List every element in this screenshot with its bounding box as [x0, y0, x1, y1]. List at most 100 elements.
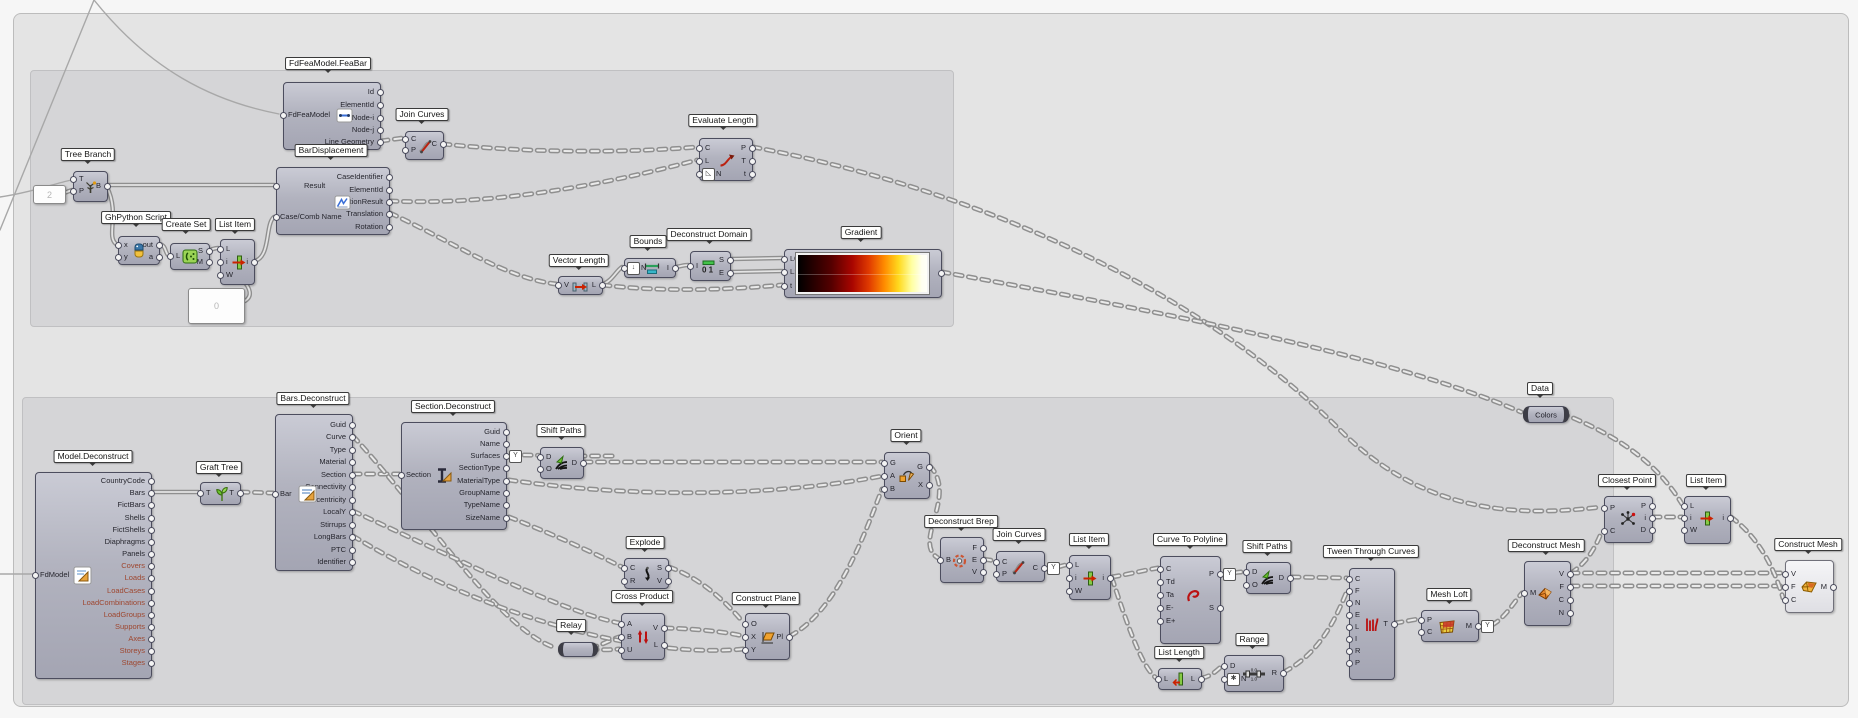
- model-deconstruct-component-output-Covers[interactable]: [148, 563, 155, 570]
- orient-component-input-B[interactable]: [881, 486, 888, 493]
- orient-component-input-A[interactable]: [881, 473, 888, 480]
- construct-plane-component-output-Pl[interactable]: [786, 634, 793, 641]
- bardisplacement-component-output-ElementId[interactable]: [386, 187, 393, 194]
- join-curves-2-component-input-P[interactable]: [993, 571, 1000, 578]
- deconstruct-brep-component-output-F[interactable]: [980, 545, 987, 552]
- model-deconstruct-component-output-Diaphragms[interactable]: [148, 539, 155, 546]
- section-deconstruct-component-output-SizeName[interactable]: [503, 515, 510, 522]
- join-curves-2-component-nametag[interactable]: Join Curves: [992, 528, 1046, 544]
- list-item-2-component-input-W[interactable]: [1066, 588, 1073, 595]
- bardisplacement-component-input-Case/Comb Name[interactable]: [273, 214, 280, 221]
- section-deconstruct-component-nametag[interactable]: Section.Deconstruct: [410, 400, 496, 416]
- gradient-component-nametag[interactable]: Gradient: [840, 226, 882, 242]
- join-curves-component-output-C[interactable]: [440, 141, 447, 148]
- fdfeamodel-feabar-component-input-FdFeaModel[interactable]: [280, 112, 287, 119]
- orient-component-output-X[interactable]: [926, 482, 933, 489]
- list-item-component-output-i[interactable]: [251, 259, 258, 266]
- curve-to-polyline-component-output-modifier-icon[interactable]: Y: [1223, 568, 1236, 581]
- cross-product-component-input-B[interactable]: [618, 634, 625, 641]
- range-component-nametag[interactable]: Range: [1235, 633, 1269, 649]
- deconstruct-domain-component-output-E[interactable]: [727, 270, 734, 277]
- bounds-component[interactable]: N↓I: [621, 258, 679, 278]
- curve-to-polyline-component-input-Ta[interactable]: [1157, 592, 1164, 599]
- list-length-component-nametag[interactable]: List Length: [1154, 646, 1204, 662]
- tree-branch-component-input-P[interactable]: [70, 188, 77, 195]
- tween-through-curves-component-nametag[interactable]: Tween Through Curves: [1322, 545, 1420, 561]
- ghpython-script-component-input-y[interactable]: [115, 254, 122, 261]
- deconstruct-mesh-component-input-M[interactable]: [1521, 590, 1528, 597]
- cross-product-component-output-L[interactable]: [661, 642, 668, 649]
- shift-paths-2-component-output-D[interactable]: [1287, 575, 1294, 582]
- bardisplacement-component-output-PositionResult[interactable]: [386, 199, 393, 206]
- vector-length-component-output-L[interactable]: [599, 282, 606, 289]
- cross-product-component-nametag[interactable]: Cross Product: [611, 590, 673, 606]
- evaluate-length-component-output-P[interactable]: [749, 145, 756, 152]
- construct-mesh-component-nametag[interactable]: Construct Mesh: [1774, 538, 1842, 554]
- explode-component-input-R[interactable]: [621, 578, 628, 585]
- bars-deconstruct-component-output-Type[interactable]: [349, 447, 356, 454]
- list-item-component-input-i[interactable]: [217, 259, 224, 266]
- evaluate-length-component-output-t[interactable]: [749, 171, 756, 178]
- vector-length-component-nametag[interactable]: Vector Length: [548, 254, 610, 270]
- deconstruct-mesh-component-output-N[interactable]: [1567, 610, 1574, 617]
- bars-deconstruct-component-nametag[interactable]: Bars.Deconstruct: [276, 392, 350, 408]
- ghpython-script-component-output-out[interactable]: [156, 242, 163, 249]
- construct-mesh-component-output-M[interactable]: [1830, 584, 1837, 591]
- list-item-2-component-nametag[interactable]: List Item: [1068, 533, 1110, 549]
- shift-paths-component-input-O[interactable]: [537, 466, 544, 473]
- bardisplacement-component-output-Rotation[interactable]: [386, 224, 393, 231]
- section-deconstruct-component-output-SectionType[interactable]: [503, 465, 510, 472]
- bounds-component-nametag[interactable]: Bounds: [629, 235, 667, 251]
- model-deconstruct-component-output-LoadCombinations[interactable]: [148, 600, 155, 607]
- closest-point-component-input-C[interactable]: [1601, 528, 1608, 535]
- explode-component-nametag[interactable]: Explode: [625, 536, 665, 552]
- construct-mesh-component-input-V[interactable]: [1782, 571, 1789, 578]
- number-panel-0[interactable]: 0: [188, 288, 245, 324]
- colors-data-relay[interactable]: Colors: [1523, 406, 1569, 423]
- construct-plane-component-nametag[interactable]: Construct Plane: [731, 592, 801, 608]
- tween-through-curves-component-input-L[interactable]: [1346, 624, 1353, 631]
- ghpython-script-component-output-a[interactable]: [156, 254, 163, 261]
- evaluate-length-component-nametag[interactable]: Evaluate Length: [688, 114, 758, 130]
- curve-to-polyline-component-nametag[interactable]: Curve To Polyline: [1153, 533, 1227, 549]
- construct-plane-component-input-X[interactable]: [742, 634, 749, 641]
- closest-point-component-output-P[interactable]: [1649, 503, 1656, 510]
- join-curves-component-input-P[interactable]: [402, 147, 409, 154]
- deconstruct-domain-component-output-S[interactable]: [727, 257, 734, 264]
- list-item-2-component-input-L[interactable]: [1066, 562, 1073, 569]
- list-length-component-input-L[interactable]: [1155, 676, 1162, 683]
- bounds-component-input-modifier-icon[interactable]: ↓: [627, 262, 640, 275]
- deconstruct-mesh-component-output-F[interactable]: [1567, 584, 1574, 591]
- model-deconstruct-component-output-LoadGroups[interactable]: [148, 612, 155, 619]
- fdfeamodel-feabar-component-output-Id[interactable]: [377, 89, 384, 96]
- evaluate-length-component-input-L[interactable]: [696, 158, 703, 165]
- range-component-input-D[interactable]: [1221, 663, 1228, 670]
- bars-deconstruct-component-output-LocalY[interactable]: [349, 509, 356, 516]
- model-deconstruct-component-output-Supports[interactable]: [148, 624, 155, 631]
- cross-product-component-output-V[interactable]: [661, 625, 668, 632]
- list-item-3-component-nametag[interactable]: List Item: [1685, 474, 1727, 490]
- create-set-component-nametag[interactable]: Create Set: [161, 218, 211, 234]
- bars-deconstruct-component-output-Identifier[interactable]: [349, 559, 356, 566]
- deconstruct-domain-component-nametag[interactable]: Deconstruct Domain: [666, 228, 752, 244]
- list-item-component-nametag[interactable]: List Item: [214, 218, 256, 234]
- curve-to-polyline-component-input-C[interactable]: [1157, 566, 1164, 573]
- list-item-component-input-L[interactable]: [217, 246, 224, 253]
- model-deconstruct-component-output-CountryCode[interactable]: [148, 478, 155, 485]
- range-component-input-modifier-icon[interactable]: ✱: [1227, 673, 1240, 686]
- curve-to-polyline-component-input-Td[interactable]: [1157, 579, 1164, 586]
- gradient-component-gradient-bar[interactable]: [796, 253, 929, 294]
